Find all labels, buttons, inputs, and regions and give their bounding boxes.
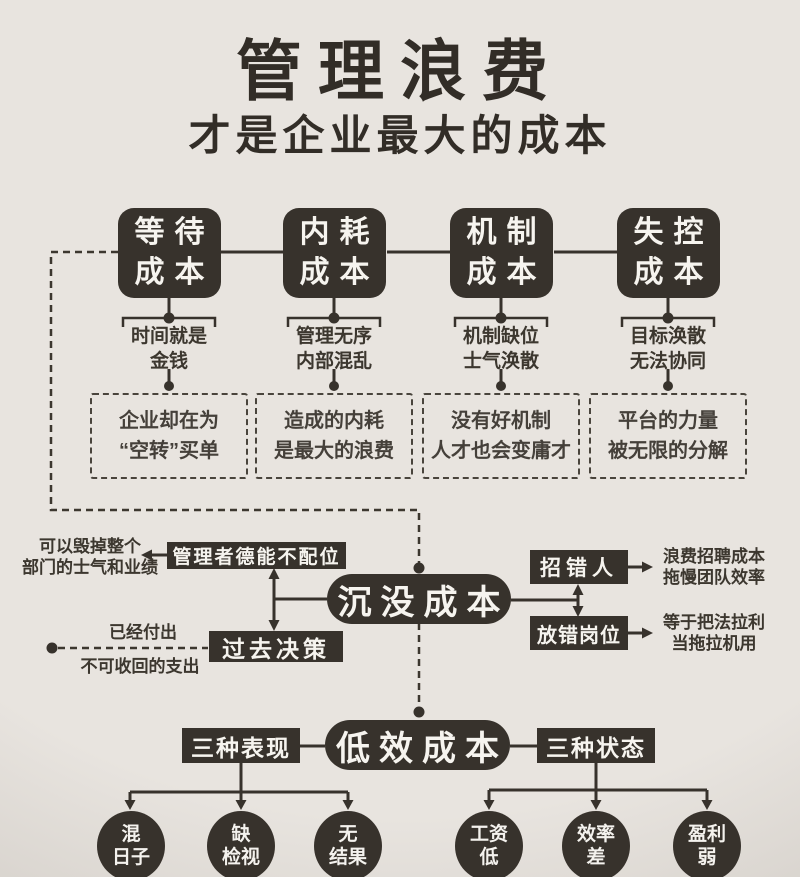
detail-box-mechanism: 没有好机制 人才也会变庸才 [422, 393, 580, 479]
poster-title: 管理浪费 [236, 34, 564, 108]
note-line1: 管理无序 [295, 326, 372, 347]
bubble-line2: 结果 [328, 847, 367, 868]
note-line2: 金钱 [149, 351, 188, 372]
bubble-no-result: 无 结果 [314, 811, 382, 877]
bubble-line1: 无 [338, 824, 358, 845]
manager-mismatch-note: 可以毁掉整个 部门的士气和业绩 [14, 536, 166, 578]
cost-box-line1: 等待 [134, 215, 215, 249]
cost-box-line2: 成本 [466, 256, 547, 289]
note-line1: 时间就是 [130, 326, 207, 347]
three-states-box: 三种状态 [537, 728, 655, 763]
annot-line2: 拖慢团队效率 [663, 568, 765, 587]
bubble-line1: 工资 [469, 824, 508, 845]
bubble-line2: 差 [586, 847, 606, 868]
cost-box-outofcontrol: 失控 成本 [617, 208, 720, 298]
detail-line2: “空转”买单 [119, 440, 219, 462]
sunk-cost-pill: 沉没成本 [327, 574, 511, 624]
annot-line1: 浪费招聘成本 [663, 547, 765, 566]
cost-box-friction: 内耗 成本 [283, 208, 386, 298]
three-behaviors-box: 三种表现 [182, 728, 300, 763]
detail-line1: 平台的力量 [618, 410, 718, 432]
detail-line1: 没有好机制 [451, 410, 551, 432]
detail-box-friction: 造成的内耗 是最大的浪费 [255, 393, 413, 479]
past-note-top: 已经付出 [109, 623, 177, 642]
wrong-post-box: 放错岗位 [530, 616, 628, 650]
cost-box-line1: 内耗 [299, 215, 380, 249]
cost-box-line2: 成本 [299, 256, 380, 289]
cost-box-waiting: 等待 成本 [118, 208, 221, 298]
detail-line2: 是最大的浪费 [274, 440, 394, 462]
bubble-line2: 日子 [111, 847, 150, 868]
detail-line1: 企业却在为 [119, 410, 219, 432]
bubble-line2: 检视 [221, 847, 260, 868]
bubble-line2: 低 [479, 847, 499, 868]
wrong-post-note: 等于把法拉利 当拖拉机用 [652, 612, 776, 654]
note-outofcontrol: 目标涣散 无法协同 [593, 324, 743, 374]
inefficiency-cost-pill: 低效成本 [325, 720, 510, 770]
note-line2: 士气涣散 [462, 351, 539, 372]
poster-subtitle: 才是企业最大的成本 [188, 112, 612, 159]
annot-line1: 等于把法拉利 [663, 613, 765, 632]
cost-box-line2: 成本 [134, 256, 215, 289]
annot-line1: 可以毁掉整个 [39, 537, 141, 556]
bubble-line1: 混 [121, 824, 141, 845]
bubble-low-salary: 工资 低 [455, 811, 523, 877]
wrong-hire-box: 招错人 [530, 550, 628, 584]
bubble-line1: 效率 [576, 824, 615, 845]
wrong-hire-note: 浪费招聘成本 拖慢团队效率 [652, 546, 776, 588]
past-note-bottom: 不可收回的支出 [80, 657, 200, 676]
note-line2: 内部混乱 [295, 351, 372, 372]
note-friction: 管理无序 内部混乱 [259, 324, 409, 374]
bubble-no-review: 缺 检视 [207, 811, 275, 877]
note-line1: 目标涣散 [629, 326, 706, 347]
bubble-weak-profit: 盈利 弱 [673, 811, 741, 877]
cost-box-line2: 成本 [633, 256, 714, 289]
past-decision-box: 过去决策 [209, 631, 343, 662]
detail-line1: 造成的内耗 [284, 410, 384, 432]
bubble-poor-efficiency: 效率 差 [562, 811, 630, 877]
cost-box-mechanism: 机制 成本 [450, 208, 553, 298]
annot-line2: 部门的士气和业绩 [22, 558, 158, 577]
bubble-line1: 盈利 [687, 824, 726, 845]
bubble-line1: 缺 [231, 824, 251, 845]
note-mechanism: 机制缺位 士气涣散 [426, 324, 576, 374]
bubble-muddle-along: 混 日子 [97, 811, 165, 877]
note-line1: 机制缺位 [462, 326, 539, 347]
bubble-line2: 弱 [697, 847, 717, 868]
cost-box-line1: 机制 [466, 215, 547, 249]
manager-mismatch-box: 管理者德能不配位 [167, 542, 346, 569]
ineff-arrowheads [124, 800, 713, 810]
detail-line2: 被无限的分解 [608, 440, 728, 462]
note-waiting: 时间就是 金钱 [94, 324, 244, 374]
detail-box-waiting: 企业却在为 “空转”买单 [90, 393, 248, 479]
detail-line2: 人才也会变庸才 [431, 440, 571, 462]
note-line2: 无法协同 [629, 351, 706, 372]
annot-line2: 当拖拉机用 [671, 634, 757, 653]
detail-box-outofcontrol: 平台的力量 被无限的分解 [589, 393, 747, 479]
cost-box-line1: 失控 [633, 215, 714, 249]
